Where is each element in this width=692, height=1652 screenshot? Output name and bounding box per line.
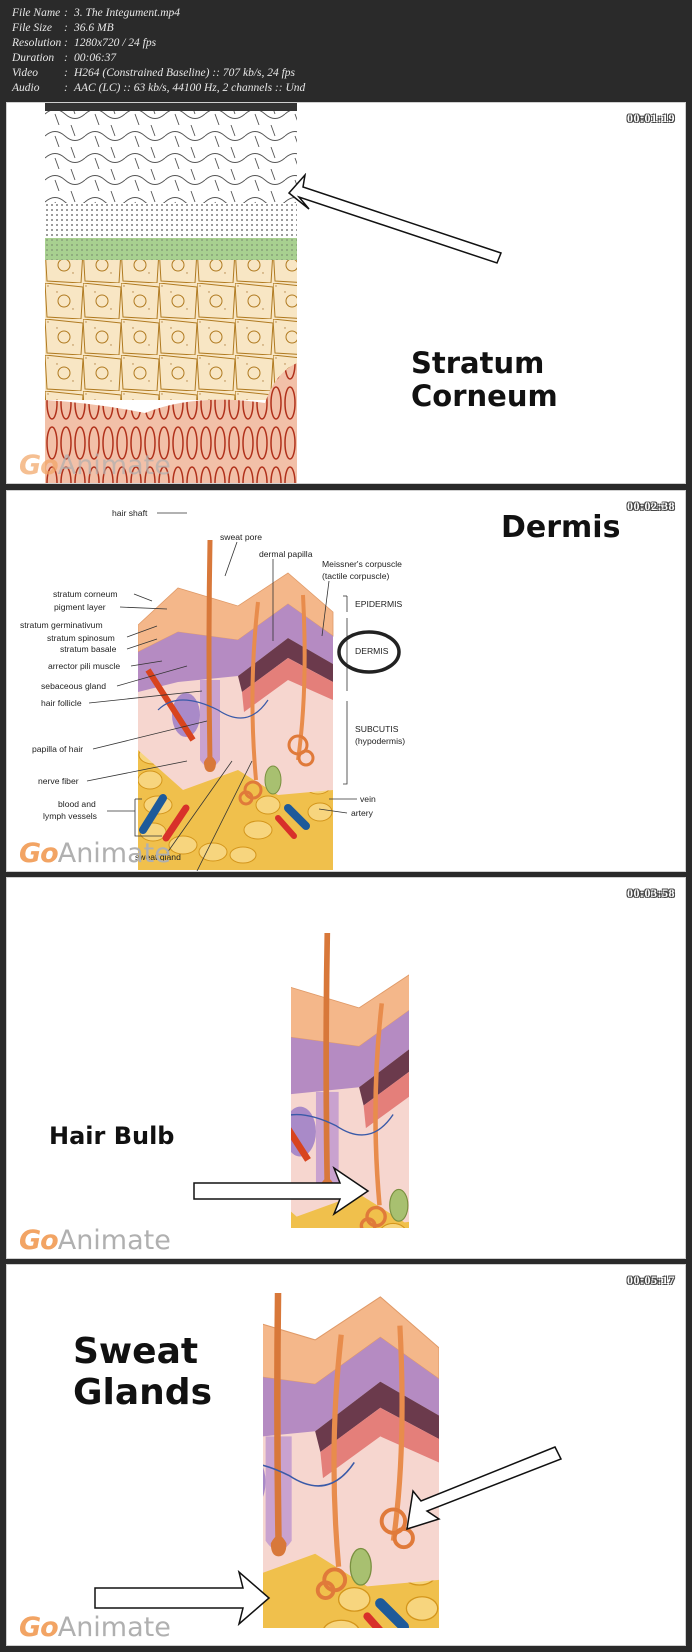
label-leader-lines	[86, 512, 401, 871]
info-value: 3. The Integument.mp4	[74, 7, 181, 19]
goanimate-logo: GoAnimate	[19, 1225, 171, 1256]
label-stratum-basale: stratum basale	[60, 644, 117, 654]
title-line: Stratum	[411, 346, 545, 380]
info-label: File Name	[12, 7, 61, 19]
label-lymph-vessels: lymph vessels	[43, 811, 97, 821]
timestamp: 00:01:19	[627, 111, 675, 125]
title-line: Corneum	[411, 379, 558, 414]
dermis-highlight-circle	[337, 630, 401, 674]
info-label: Video	[12, 67, 38, 79]
logo-go: Go	[19, 838, 59, 869]
label-hair-follicle: hair follicle	[41, 698, 82, 708]
goanimate-logo: GoAnimate	[19, 450, 171, 481]
timestamp: 00:03:58	[627, 886, 675, 900]
info-value: 1280x720 / 24 fps	[74, 37, 157, 49]
label-stratum-germinativum: stratum germinativum	[20, 620, 103, 630]
thumbnail-frame-1[interactable]: Stratum Corneum 00:01:19 GoAnimate	[6, 102, 686, 484]
label-blood-and: blood and	[58, 799, 96, 809]
logo-go: Go	[19, 1612, 59, 1643]
info-file-name: File Name:3. The Integument.mp4	[12, 7, 180, 19]
label-tactile: (tactile corpuscle)	[322, 571, 390, 581]
info-label: Duration	[12, 52, 55, 64]
logo-go: Go	[19, 450, 59, 481]
timestamp: 00:02:38	[627, 499, 675, 513]
info-label: File Size	[12, 22, 52, 34]
label-pigment-layer: pigment layer	[54, 602, 106, 612]
info-file-size: File Size:36.6 MB	[12, 22, 114, 34]
label-nerve-fiber: nerve fiber	[38, 776, 79, 786]
label-subcutis: SUBCUTIS	[355, 724, 399, 734]
info-sep: :	[64, 37, 68, 49]
info-label: Audio	[12, 82, 40, 94]
goanimate-logo: GoAnimate	[19, 1612, 171, 1643]
goanimate-logo: GoAnimate	[19, 838, 171, 869]
label-hair-shaft: hair shaft	[112, 508, 148, 518]
thumbnail-frame-4[interactable]: Sweat Glands 00:05:17 GoAnimate	[6, 1264, 686, 1646]
logo-go: Go	[19, 1225, 59, 1256]
logo-animate: Animate	[57, 838, 171, 869]
info-video: Video: H264 (Constrained Baseline) :: 707…	[12, 67, 295, 79]
label-vein: vein	[360, 794, 376, 804]
info-sep: :	[64, 82, 68, 94]
frame-title: Dermis	[501, 510, 621, 545]
timestamp: 00:05:17	[627, 1273, 675, 1287]
frame-title: Stratum Corneum	[411, 346, 558, 414]
label-artery: artery	[351, 808, 373, 818]
label-dermal-papilla: dermal papilla	[259, 549, 313, 559]
label-epidermis: EPIDERMIS	[355, 599, 403, 609]
info-audio: Audio: AAC (LC) :: 63 kb/s, 44100 Hz, 2 c…	[12, 82, 305, 94]
info-sep: :	[64, 67, 68, 79]
info-value: 36.6 MB	[74, 22, 114, 34]
logo-animate: Animate	[57, 450, 171, 481]
title-line: Sweat	[73, 1331, 199, 1372]
label-stratum-spinosum: stratum spinosum	[47, 633, 115, 643]
frame-title: Hair Bulb	[49, 1122, 175, 1150]
info-value: H264 (Constrained Baseline) :: 707 kb/s,…	[74, 67, 296, 79]
label-meissner: Meissner's corpuscle	[322, 559, 402, 569]
label-papilla-of-hair: papilla of hair	[32, 744, 84, 754]
label-hypodermis: (hypodermis)	[355, 736, 406, 746]
label-sebaceous-gland: sebaceous gland	[41, 681, 106, 691]
info-value: AAC (LC) :: 63 kb/s, 44100 Hz, 2 channel…	[74, 82, 306, 94]
info-value: 00:06:37	[74, 52, 117, 64]
frame-title: Sweat Glands	[73, 1331, 212, 1414]
label-stratum-corneum: stratum corneum	[53, 589, 118, 599]
label-sweat-gland: sweat gland	[135, 852, 181, 862]
file-info-header: File Name:3. The Integument.mp4 File Siz…	[0, 0, 692, 100]
arrow-icon	[94, 1570, 271, 1626]
info-duration: Duration:00:06:37	[12, 52, 116, 64]
thumbnail-frame-2[interactable]: hair shaft sweat pore dermal papilla Mei…	[6, 490, 686, 872]
label-sweat-pore: sweat pore	[220, 532, 263, 542]
info-resolution: Resolution:1280x720 / 24 fps	[12, 37, 156, 49]
logo-animate: Animate	[57, 1612, 171, 1643]
arrow-icon	[287, 173, 502, 264]
logo-animate: Animate	[57, 1225, 171, 1256]
info-sep: :	[64, 52, 68, 64]
arrow-icon	[406, 1446, 563, 1531]
arrow-icon	[193, 1166, 370, 1216]
label-arrector-pili: arrector pili muscle	[48, 661, 121, 671]
info-sep: :	[64, 7, 68, 19]
thumbnail-frame-3[interactable]: Hair Bulb 00:03:58 GoAnimate	[6, 877, 686, 1259]
label-dermis: DERMIS	[355, 646, 389, 656]
info-sep: :	[64, 22, 68, 34]
epidermis-layers-illustration	[45, 103, 297, 483]
title-line: Glands	[73, 1372, 213, 1414]
info-label: Resolution	[12, 37, 62, 49]
